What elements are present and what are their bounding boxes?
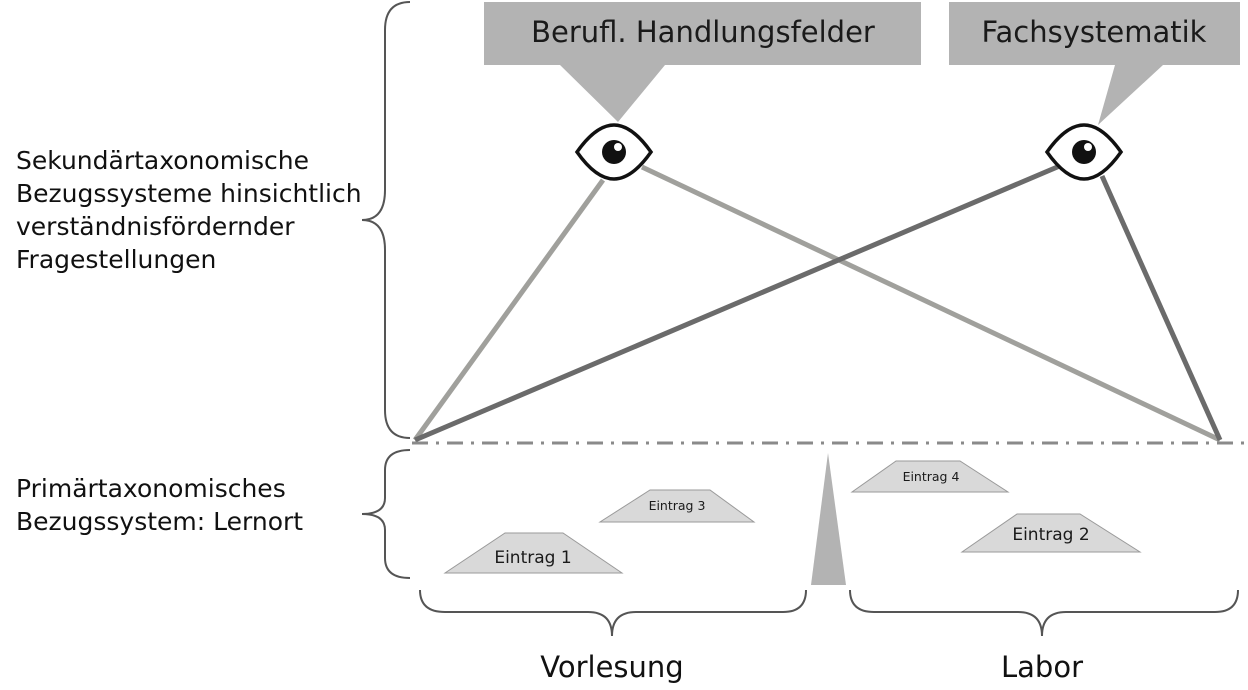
line-left-eye-to-right <box>640 164 1222 443</box>
entry-2: Eintrag 2 <box>960 513 1142 553</box>
callout-label: Fachsystematik <box>982 15 1207 49</box>
secondary-system-label: Sekundärtaxonomische Bezugssysteme hinsi… <box>16 144 362 276</box>
callout-shape <box>484 2 921 122</box>
line-left-eye-to-left <box>412 178 606 442</box>
location-label-labor: Labor <box>1001 650 1083 684</box>
primary-label-line: Bezugssystem: Lernort <box>16 507 304 536</box>
brace-primary <box>361 449 411 579</box>
entry-3: Eintrag 3 <box>598 489 756 523</box>
callout-shape <box>949 2 1240 125</box>
brace-labor <box>849 589 1239 637</box>
secondary-label-line: Sekundärtaxonomische <box>16 146 309 175</box>
callout-fachsystematik: Fachsystematik <box>949 2 1240 125</box>
line-right-eye-to-left <box>414 162 1063 443</box>
entry-1: Eintrag 1 <box>443 532 624 574</box>
secondary-label-line: verständnisfördernder <box>16 212 295 241</box>
entry-4: Eintrag 4 <box>850 460 1010 493</box>
entry-label: Eintrag 2 <box>1012 525 1089 545</box>
brace-secondary <box>361 1 411 439</box>
line-right-eye-to-right <box>1099 174 1223 442</box>
location-label-vorlesung: Vorlesung <box>540 650 683 684</box>
secondary-label-line: Bezugssysteme hinsichtlich <box>16 179 362 208</box>
eye-icon <box>574 123 654 181</box>
callout-label: Berufl. Handlungsfelder <box>531 15 875 49</box>
primary-label-line: Primärtaxonomisches <box>16 474 286 503</box>
secondary-label-line: Fragestellungen <box>16 245 217 274</box>
brace-vorlesung <box>419 589 807 637</box>
entry-label: Eintrag 3 <box>649 498 706 513</box>
entry-label: Eintrag 1 <box>494 548 571 568</box>
location-divider <box>811 453 846 585</box>
primary-system-label: Primärtaxonomisches Bezugssystem: Lernor… <box>16 472 303 538</box>
entry-label: Eintrag 4 <box>903 469 960 484</box>
callout-berufl-handlungsfelder: Berufl. Handlungsfelder <box>484 2 921 122</box>
eye-icon <box>1044 123 1124 181</box>
